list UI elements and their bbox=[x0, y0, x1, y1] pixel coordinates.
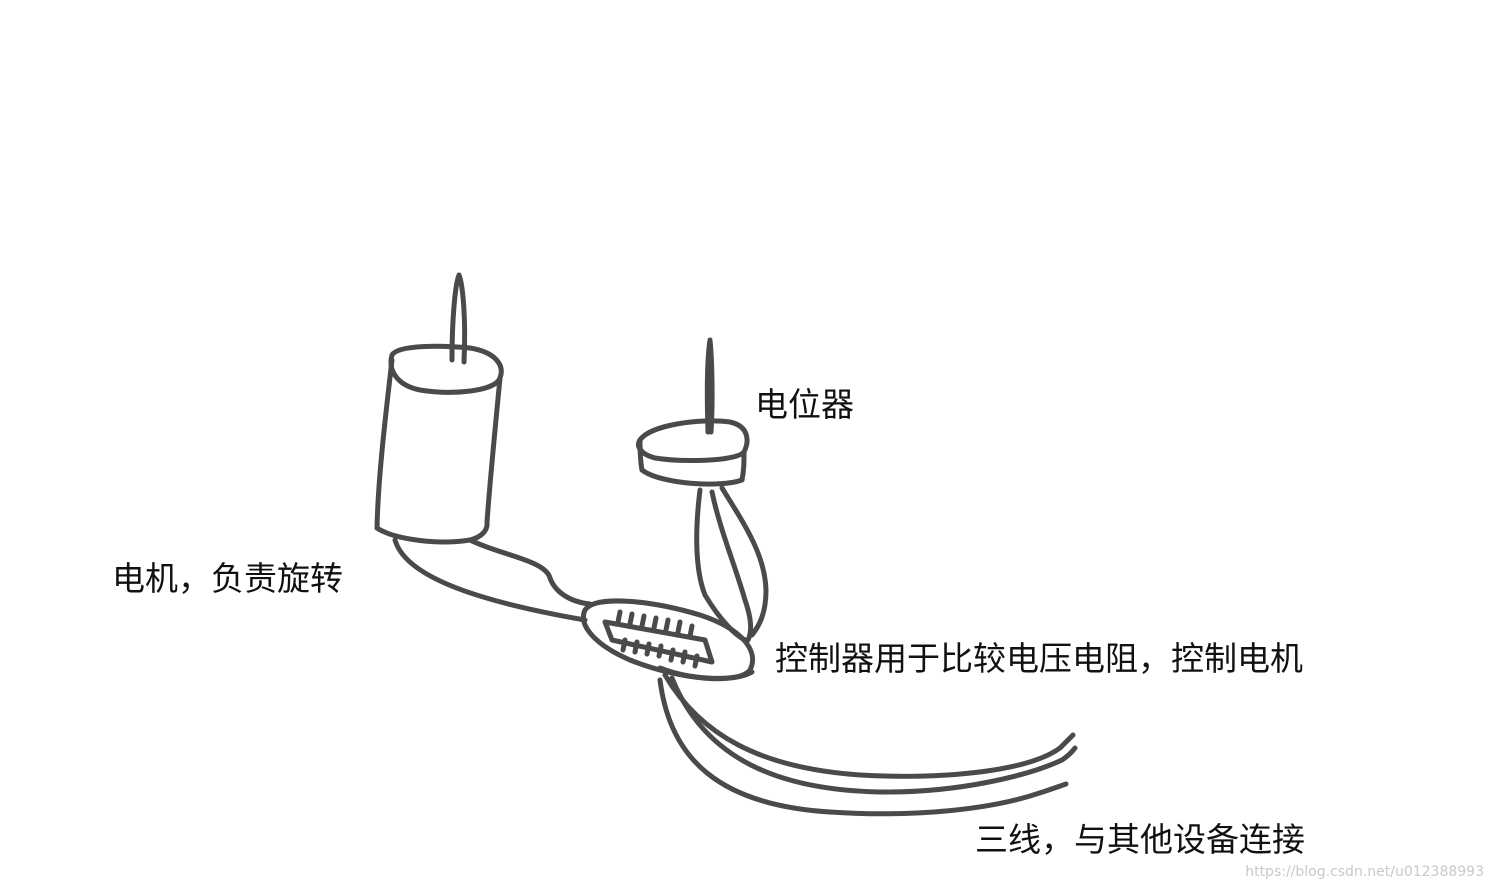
watermark-text: https://blog.csdn.net/u012388993 bbox=[1245, 864, 1484, 880]
motor-drawing bbox=[377, 275, 501, 542]
wires-label: 三线，与其他设备连接 bbox=[975, 823, 1305, 856]
controller-label: 控制器用于比较电压电阻，控制电机 bbox=[775, 642, 1303, 675]
pot-top bbox=[639, 421, 747, 461]
motor-body-right bbox=[487, 378, 500, 522]
motor-link-lower bbox=[395, 540, 585, 620]
motor-top bbox=[391, 346, 501, 392]
pot-shaft bbox=[707, 340, 712, 432]
pot-wire-3 bbox=[722, 488, 766, 635]
motor-label: 电机，负责旋转 bbox=[112, 562, 343, 595]
potentiometer-drawing bbox=[639, 340, 747, 484]
controller-drawing bbox=[583, 601, 752, 679]
output-wire-1 bbox=[665, 675, 1073, 776]
pot-bottom bbox=[642, 470, 742, 484]
pot-body-right bbox=[742, 452, 744, 480]
potentiometer-label: 电位器 bbox=[755, 388, 854, 421]
motor-link-upper bbox=[470, 540, 590, 604]
pot-body-left bbox=[640, 440, 642, 470]
controller-outline bbox=[583, 601, 752, 679]
motor-body-left bbox=[377, 360, 392, 528]
